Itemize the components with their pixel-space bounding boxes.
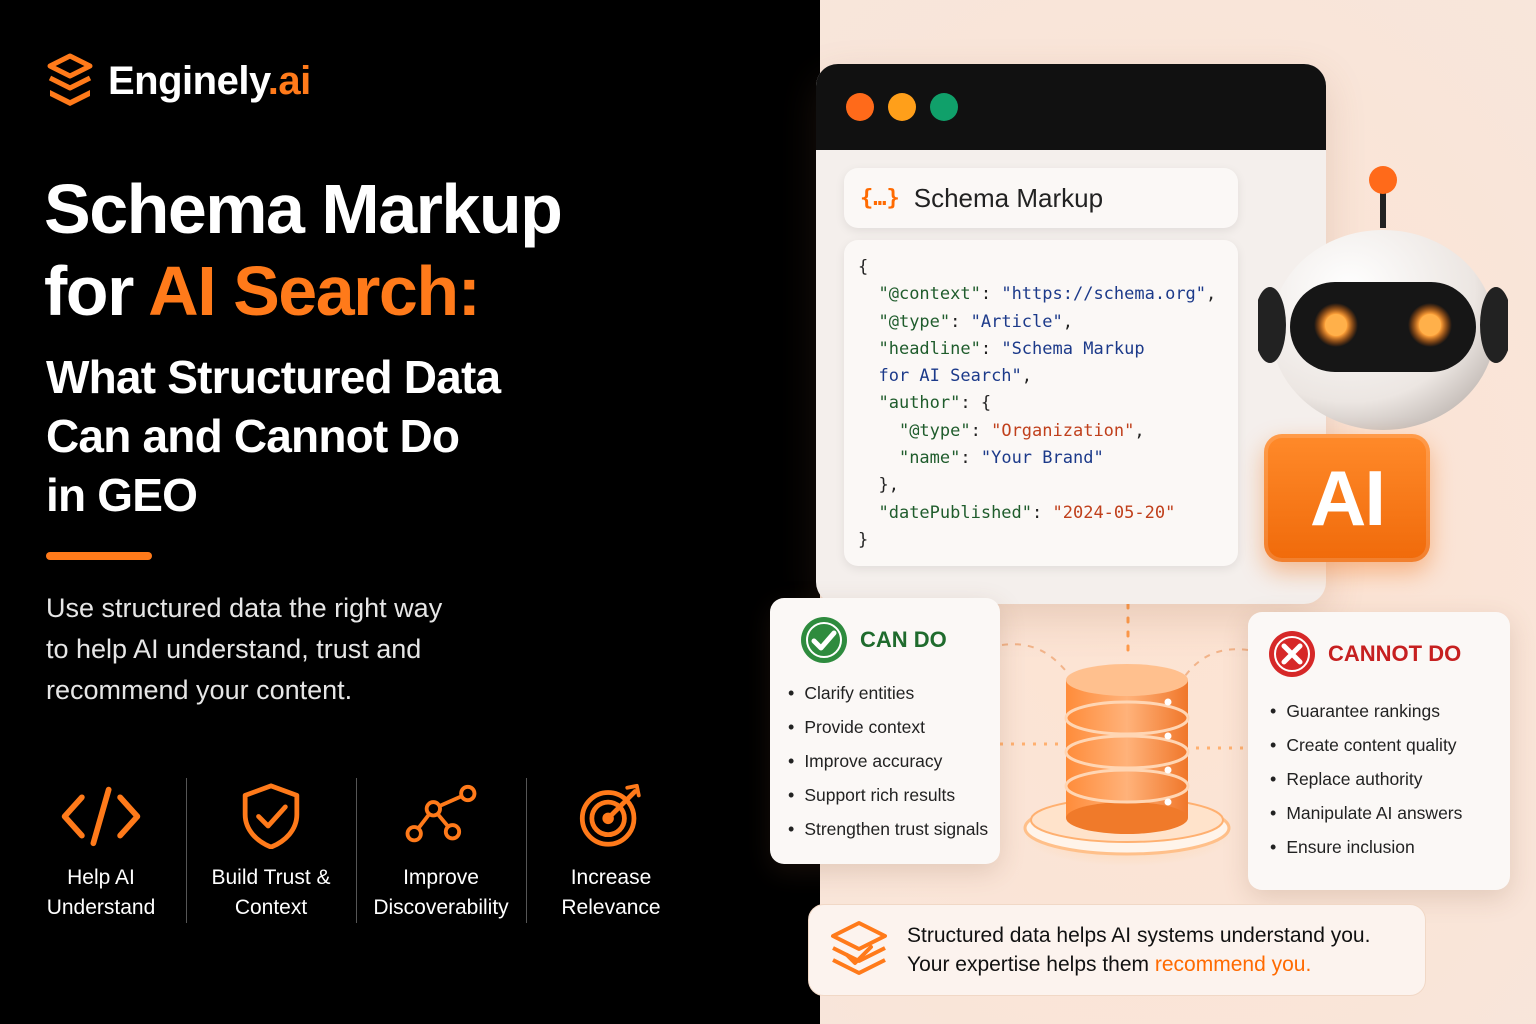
braces-icon: {…} — [860, 185, 900, 211]
can-do-title: CAN DO — [860, 627, 947, 652]
cannot-do-title: CANNOT DO — [1328, 641, 1462, 666]
window-titlebar — [816, 64, 1326, 150]
can-do-header: CAN DO — [770, 598, 1000, 664]
list-item: Create content quality — [1270, 728, 1510, 762]
list-item: Guarantee rankings — [1270, 694, 1510, 728]
brand-name: Enginely.ai — [108, 58, 311, 103]
check-circle-icon — [801, 617, 847, 663]
window-maximize-dot[interactable] — [930, 93, 958, 121]
list-item: Manipulate AI answers — [1270, 796, 1510, 830]
banner-text: Structured data helps AI systems underst… — [907, 924, 1371, 976]
brand-logo: Enginely.ai — [46, 52, 311, 110]
x-circle-icon — [1269, 631, 1315, 677]
list-item: Provide context — [788, 710, 1000, 744]
can-do-card: CAN DO Clarify entities Provide context … — [770, 598, 1000, 864]
title-line-1: Schema Markup — [44, 170, 563, 248]
stacked-layers-icon — [47, 53, 93, 106]
accent-divider — [46, 552, 152, 560]
schema-browser-window: {…} Schema Markup { "@context": "https:/… — [816, 64, 1326, 604]
ai-badge: AI — [1264, 434, 1430, 562]
list-item: Support rich results — [788, 778, 1000, 812]
shield-check-icon — [242, 783, 300, 849]
json-ld-code: { "@context": "https://schema.org", "@ty… — [844, 240, 1238, 566]
description: Use structured data the right way to hel… — [46, 593, 443, 705]
window-close-dot[interactable] — [846, 93, 874, 121]
cannot-do-header: CANNOT DO — [1248, 612, 1510, 678]
list-item: Replace authority — [1270, 762, 1510, 796]
title-line-2: for AI Search: — [44, 252, 481, 330]
list-item: Ensure inclusion — [1270, 830, 1510, 864]
page-subtitle: What Structured Data Can and Cannot Do i… — [46, 351, 501, 521]
schema-title: Schema Markup — [913, 182, 1104, 213]
database-icon — [1023, 664, 1231, 866]
left-panel — [0, 0, 820, 1024]
bottom-banner: Structured data helps AI systems underst… — [808, 904, 1426, 996]
list-item: Improve accuracy — [788, 744, 1000, 778]
schema-header: {…} Schema Markup — [844, 168, 1238, 228]
list-item: Strengthen trust signals — [788, 812, 1000, 846]
cannot-do-card: CANNOT DO Guarantee rankings Create cont… — [1248, 612, 1510, 890]
cannot-do-list: Guarantee rankings Create content qualit… — [1248, 694, 1510, 864]
target-icon — [579, 783, 641, 847]
can-do-list: Clarify entities Provide context Improve… — [770, 676, 1000, 846]
robot-illustration — [1258, 166, 1508, 430]
code-icon — [61, 786, 141, 847]
page-title: Schema Markup for AI Search: — [44, 168, 563, 332]
list-item: Clarify entities — [788, 676, 1000, 710]
stacked-layers-icon — [831, 921, 887, 975]
feature-build-trust: Build Trust &Context — [186, 778, 356, 923]
window-minimize-dot[interactable] — [888, 93, 916, 121]
feature-label: Build Trust &Context — [211, 866, 331, 919]
network-nodes-icon — [405, 784, 477, 843]
